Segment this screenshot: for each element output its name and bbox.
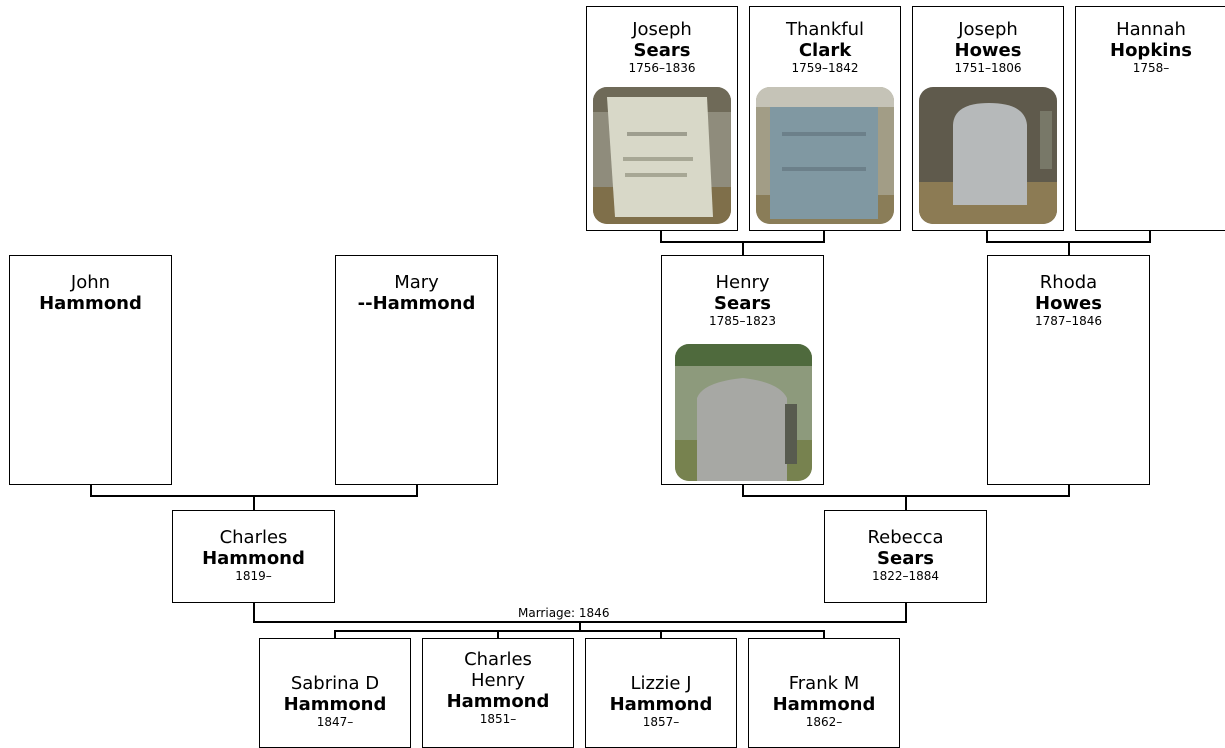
connector — [742, 241, 744, 256]
connector — [660, 630, 662, 639]
last-name: Hopkins — [1110, 40, 1192, 61]
first-name: Sabrina D — [290, 673, 380, 694]
person-card-charles-henry-hammond[interactable]: Charles Henry Hammond 1851– — [422, 638, 574, 748]
last-name: Hammond — [446, 691, 550, 712]
life-dates: 1847– — [316, 715, 354, 729]
person-card-rhoda-howes[interactable]: Rhoda Howes 1787–1846 — [987, 255, 1150, 485]
person-card-rebecca-sears[interactable]: Rebecca Sears 1822–1884 — [824, 510, 987, 603]
gravestone-photo[interactable] — [919, 87, 1057, 224]
person-card-henry-sears[interactable]: Henry Sears 1785–1823 — [661, 255, 824, 485]
first-name: Rebecca — [867, 527, 944, 548]
life-dates: 1759–1842 — [791, 61, 859, 75]
person-card-john-hammond[interactable]: John Hammond — [9, 255, 172, 485]
gravestone-photo[interactable] — [756, 87, 894, 224]
connector — [905, 602, 907, 622]
person-card-mary-hammond[interactable]: Mary --Hammond — [335, 255, 498, 485]
connector — [742, 484, 744, 496]
last-name: Hammond — [609, 694, 713, 715]
connector — [1068, 241, 1070, 256]
connector — [986, 230, 988, 242]
first-name: Lizzie J — [630, 673, 692, 694]
life-dates: 1751–1806 — [954, 61, 1022, 75]
life-dates: 1787–1846 — [1034, 314, 1103, 328]
connector — [823, 230, 825, 242]
life-dates: 1756–1836 — [628, 61, 696, 75]
first-name: Charles Henry — [464, 649, 532, 691]
last-name: Clark — [798, 40, 852, 61]
person-card-lizzie-hammond[interactable]: Lizzie J Hammond 1857– — [585, 638, 737, 748]
first-name: Thankful — [785, 19, 864, 40]
connector — [253, 602, 255, 622]
connector — [579, 621, 581, 631]
first-name: Joseph — [958, 19, 1018, 40]
life-dates: 1758– — [1132, 61, 1170, 75]
connector — [660, 230, 662, 242]
life-dates: 1851– — [479, 712, 517, 726]
person-card-charles-hammond[interactable]: Charles Hammond 1819– — [172, 510, 335, 603]
connector — [1068, 484, 1070, 496]
last-name: --Hammond — [357, 293, 476, 314]
person-card-joseph-sears[interactable]: Joseph Sears 1756–1836 — [586, 6, 738, 231]
connector — [334, 630, 825, 632]
life-dates: 1857– — [642, 715, 680, 729]
connector — [1149, 230, 1151, 242]
last-name: Sears — [633, 40, 691, 61]
first-name: Joseph — [632, 19, 692, 40]
connector — [416, 484, 418, 496]
person-card-thankful-clark[interactable]: Thankful Clark 1759–1842 — [749, 6, 901, 231]
last-name: Howes — [954, 40, 1022, 61]
connector — [334, 630, 336, 639]
connector — [253, 495, 255, 510]
marriage-label: Marriage: 1846 — [516, 606, 612, 620]
last-name: Hammond — [202, 548, 305, 569]
last-name: Hammond — [283, 694, 387, 715]
life-dates: 1785–1823 — [708, 314, 777, 328]
last-name: Howes — [1035, 293, 1102, 314]
first-name: Charles — [219, 527, 288, 548]
last-name: Hammond — [39, 293, 142, 314]
person-card-frank-hammond[interactable]: Frank M Hammond 1862– — [748, 638, 900, 748]
connector — [90, 484, 92, 496]
gravestone-photo[interactable] — [593, 87, 731, 224]
first-name: Frank M — [788, 673, 860, 694]
person-card-sabrina-hammond[interactable]: Sabrina D Hammond 1847– — [259, 638, 411, 748]
life-dates: 1862– — [805, 715, 843, 729]
first-name: Rhoda — [1039, 272, 1098, 293]
connector — [823, 630, 825, 639]
life-dates: 1822–1884 — [871, 569, 940, 583]
last-name: Sears — [714, 293, 771, 314]
person-card-hannah-hopkins[interactable]: Hannah Hopkins 1758– — [1075, 6, 1225, 231]
connector — [905, 495, 907, 510]
first-name: John — [70, 272, 111, 293]
first-name: Hannah — [1116, 19, 1186, 40]
life-dates: 1819– — [235, 569, 272, 583]
first-name: Henry — [715, 272, 770, 293]
connector — [497, 630, 499, 639]
last-name: Hammond — [772, 694, 876, 715]
first-name: Mary — [394, 272, 439, 293]
gravestone-photo[interactable] — [675, 344, 812, 481]
last-name: Sears — [877, 548, 934, 569]
person-card-joseph-howes[interactable]: Joseph Howes 1751–1806 — [912, 6, 1064, 231]
